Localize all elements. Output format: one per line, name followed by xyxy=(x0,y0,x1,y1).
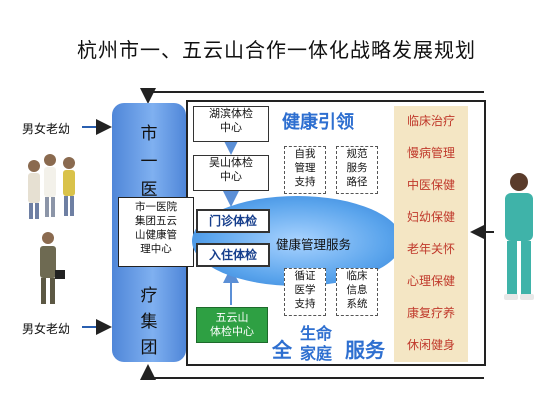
box-line: 管理 xyxy=(294,162,316,174)
box-line: 信息 xyxy=(346,284,368,296)
box-line: 支持 xyxy=(294,298,316,310)
box-line: 循证 xyxy=(294,270,316,282)
service-item: 心理保健 xyxy=(406,274,455,288)
clinical-info-box: 临床 信息 系统 xyxy=(336,268,378,316)
hubin-checkup-center: 湖滨体检 中心 xyxy=(193,106,269,142)
service-item: 康复疗养 xyxy=(406,306,455,320)
audience-label-top: 男女老幼 xyxy=(22,122,71,136)
service-item: 休闲健身 xyxy=(406,338,455,352)
hospital-char: 市 xyxy=(140,124,158,144)
box-line: 服务 xyxy=(346,162,368,174)
full-service-suffix: 服务 xyxy=(345,338,385,362)
health-management-label: 健康管理服务 xyxy=(276,237,352,252)
center-line: 理中心 xyxy=(140,243,172,255)
hospital-char: 一 xyxy=(140,152,158,172)
outpatient-checkup-box: 门诊体检 xyxy=(196,209,270,233)
service-item: 临床治疗 xyxy=(406,114,455,128)
center-line: 吴山体检 xyxy=(209,156,253,169)
center-line: 集团五云 xyxy=(135,215,177,227)
service-item: 老年关怀 xyxy=(406,242,455,256)
health-lead-title: 健康引领 xyxy=(282,112,354,133)
box-line: 路径 xyxy=(346,176,368,188)
hospital-char: 集 xyxy=(140,312,158,332)
full-service-life: 生命 xyxy=(300,324,333,343)
center-line: 市一医院 xyxy=(135,201,177,213)
standard-service-box: 规范 服务 路径 xyxy=(336,146,378,194)
center-line: 中心 xyxy=(220,121,242,134)
center-line: 中心 xyxy=(220,170,242,183)
full-service-family: 家庭 xyxy=(300,344,333,363)
service-item: 妇幼保健 xyxy=(406,210,455,224)
service-item: 慢病管理 xyxy=(406,146,455,160)
box-line: 医学 xyxy=(294,284,316,296)
center-line: 湖滨体检 xyxy=(209,107,253,120)
health-management-center-box: 市一医院 集团五云 山健康管 理中心 xyxy=(118,197,194,267)
center-line: 体检中心 xyxy=(210,325,254,338)
inpatient-checkup-box: 入住体检 xyxy=(196,243,270,267)
center-line: 五云山 xyxy=(215,311,249,324)
service-list-panel: 临床治疗 慢病管理 中医保健 妇幼保健 老年关怀 心理保健 康复疗养 休闲健身 xyxy=(394,106,468,362)
page-title: 杭州市一、五云山合作一体化战略发展规划 xyxy=(77,38,476,62)
self-management-box: 自我 管理 支持 xyxy=(284,146,326,194)
hospital-char: 疗 xyxy=(140,286,158,306)
box-line: 支持 xyxy=(294,176,316,188)
full-service-prefix: 全 xyxy=(272,338,292,362)
hospital-char: 团 xyxy=(140,338,158,358)
wushan-checkup-center: 吴山体检 中心 xyxy=(193,155,269,191)
box-line: 临床 xyxy=(346,270,368,282)
audience-label-bottom: 男女老幼 xyxy=(22,322,71,336)
center-line: 山健康管 xyxy=(135,229,177,241)
service-item: 中医保健 xyxy=(406,178,455,192)
box-line: 规范 xyxy=(346,148,368,160)
wuyunshan-checkup-center: 五云山 体检中心 xyxy=(196,307,268,343)
evidence-medicine-box: 循证 医学 支持 xyxy=(284,268,326,316)
box-line: 系统 xyxy=(346,298,368,310)
hospital-char: 医 xyxy=(140,180,158,200)
box-line: 自我 xyxy=(294,148,316,160)
